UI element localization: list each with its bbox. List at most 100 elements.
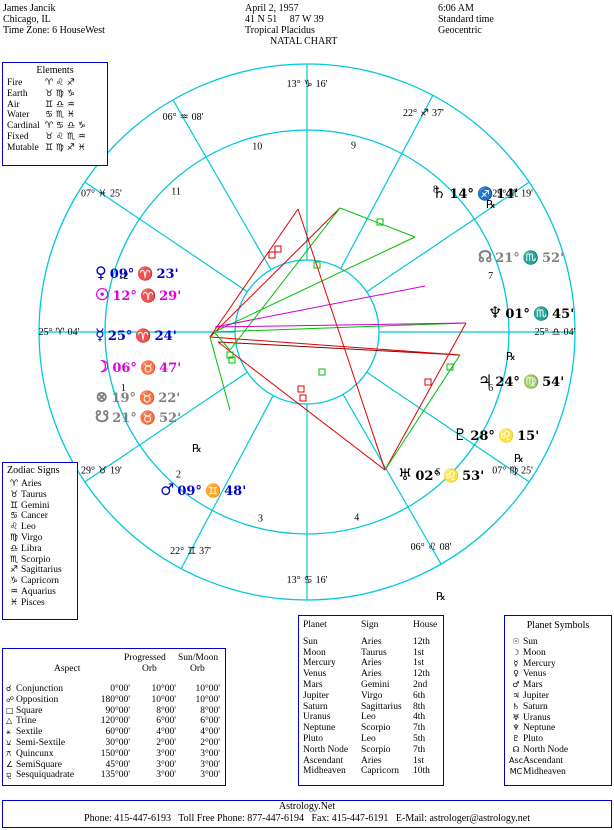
aspect-line bbox=[384, 322, 467, 471]
aspect-angle: 60°00' bbox=[105, 727, 130, 738]
element-label: Mutable bbox=[7, 142, 39, 153]
aspect-line bbox=[213, 331, 231, 351]
zodiac-row: ♌Leo bbox=[7, 522, 73, 533]
cusp-label: 22°♐37' bbox=[403, 108, 444, 119]
time-type: Standard time bbox=[438, 14, 494, 25]
planet-mars-minutes: 48' bbox=[224, 484, 246, 499]
planet-symbol-row: ☉Sun bbox=[509, 637, 607, 648]
elements-legend: Elements Fire♈ ♌ ♐Earth♉ ♍ ♑Air♊ ♎ ♒Wate… bbox=[2, 62, 108, 166]
house-cusp-line bbox=[84, 181, 248, 293]
cusp-minutes: 19' bbox=[110, 466, 122, 477]
planet-house: 10th bbox=[413, 766, 430, 777]
planet-symbol-name: Jupiter bbox=[523, 690, 549, 701]
aspect-marker bbox=[313, 261, 321, 269]
house-number: 2 bbox=[176, 470, 181, 481]
zodiac-legend: Zodiac Signs ♈Aries♉Taurus♊Gemini♋Cancer… bbox=[2, 462, 78, 620]
house-number: 11 bbox=[171, 187, 181, 198]
aspect-table: Progressed Sun/Moon Aspect Orb Orb ☌Conj… bbox=[2, 648, 226, 786]
coordinates: 41 N 51 87 W 39 bbox=[245, 14, 324, 25]
zodiac-sign-icon: ♌ bbox=[9, 522, 19, 533]
cusp-minutes: 16' bbox=[316, 79, 328, 90]
zodiac-sign-name: Cancer bbox=[21, 511, 48, 522]
zodiac-sign-icon: ♎ bbox=[9, 543, 19, 554]
zodiac-sign-name: Gemini bbox=[21, 500, 50, 511]
cusp-minutes: 08' bbox=[192, 112, 204, 123]
planet-uranus-degree: 02° bbox=[415, 469, 440, 484]
cusp-sign-icon: ♓ bbox=[98, 188, 107, 199]
planet-mercury-degree: 25° bbox=[108, 329, 133, 344]
house-number: 5 bbox=[435, 467, 440, 478]
aspect-orb-progressed: 6°00' bbox=[156, 716, 176, 727]
birth-time: 6:06 AM bbox=[438, 3, 474, 14]
cusp-degree: 25° bbox=[39, 327, 53, 338]
planet-name: Venus bbox=[303, 669, 327, 680]
zodiac-row: ♉Taurus bbox=[7, 490, 73, 501]
center-ring bbox=[234, 259, 380, 405]
aspect-angle: 45°00' bbox=[105, 759, 130, 770]
zodiac-sign-name: Libra bbox=[21, 543, 42, 554]
cusp-degree: 13° bbox=[287, 79, 301, 90]
zodiac-sign-icon: ♒ bbox=[9, 586, 19, 597]
aspect-icon: ∠ bbox=[6, 759, 14, 769]
aspect-marker bbox=[268, 251, 276, 259]
zodiac-row: ♐Sagittarius bbox=[7, 565, 73, 576]
aspect-name: Semi-Sextile bbox=[16, 737, 66, 748]
house-number: 12 bbox=[118, 271, 128, 282]
planet-symbol-name: Venus bbox=[523, 669, 547, 680]
aspect-orb-sunmoon: 3°00' bbox=[200, 748, 220, 759]
element-signs: ♉ ♌ ♏ ♒ bbox=[45, 131, 86, 142]
element-label: Earth bbox=[7, 88, 28, 99]
cusp-minutes: 19' bbox=[521, 188, 533, 199]
zodiac-sign-icon: ♑ bbox=[9, 576, 19, 587]
planet-table-header: Planet Sign House bbox=[303, 620, 439, 631]
planet-uranus: ♅02°♌53' bbox=[398, 465, 484, 484]
aspect-line bbox=[214, 285, 426, 328]
zodiac-row: ♑Capricorn bbox=[7, 576, 73, 587]
time-zone: Time Zone: 6 HouseWest bbox=[3, 25, 105, 36]
cusp-label: 13°♑16' bbox=[287, 79, 328, 90]
planet-sun-icon: ☉ bbox=[95, 285, 109, 304]
cusp-label: 25°♎04' bbox=[535, 327, 576, 338]
planet-symbol-name: Mars bbox=[523, 680, 543, 691]
col-planet: Planet bbox=[303, 620, 327, 630]
zodiac-sign-name: Scorpio bbox=[21, 554, 51, 565]
aspect-orb-progressed: 3°00' bbox=[156, 748, 176, 759]
planet-symbol-row: ♃Jupiter bbox=[509, 691, 607, 702]
zodiac-sign-icon: ♉ bbox=[9, 489, 19, 500]
cusp-sign-icon: ♌ bbox=[428, 542, 437, 553]
planet-south-node-degree: 21° bbox=[112, 411, 137, 426]
planet-house: 2nd bbox=[413, 679, 428, 690]
planet-moon-degree: 06° bbox=[112, 361, 137, 376]
col-house: House bbox=[413, 620, 438, 630]
planet-sign: Scorpio bbox=[361, 744, 391, 755]
birth-date: April 2, 1957 bbox=[245, 3, 299, 14]
element-row: Fixed♉ ♌ ♏ ♒ bbox=[7, 132, 103, 143]
aspect-marker bbox=[424, 378, 432, 386]
aspect-orb-sunmoon: 6°00' bbox=[200, 716, 220, 727]
zodiac-sign-icon: ♏ bbox=[9, 554, 19, 565]
planet-moon-sign-icon: ♉ bbox=[140, 360, 156, 376]
aspect-name: Quincunx bbox=[16, 748, 54, 759]
planet-symbol-icon: ☽ bbox=[512, 647, 520, 657]
house-system: Tropical Placidus bbox=[245, 25, 315, 36]
planet-symbols-legend: Planet Symbols ☉Sun☽Moon☿Mercury♀Venus♂M… bbox=[504, 615, 612, 786]
aspect-marker bbox=[446, 363, 454, 371]
retrograde-icon: ℞ bbox=[192, 442, 202, 455]
planet-name: Mercury bbox=[303, 658, 336, 669]
aspect-line bbox=[229, 207, 341, 351]
planet-venus-sign-icon: ♈ bbox=[137, 266, 153, 282]
person-name: James Jancik bbox=[3, 3, 56, 14]
aspect-orb-progressed: 4°00' bbox=[156, 727, 176, 738]
element-row: Water♋ ♏ ♓ bbox=[7, 110, 103, 121]
centric: Geocentric bbox=[438, 25, 482, 36]
zodiac-row: ♒Aquarius bbox=[7, 587, 73, 598]
planet-name: Pluto bbox=[303, 733, 324, 744]
planet-symbol-name: Mercury bbox=[523, 658, 556, 669]
element-signs: ♊ ♍ ♐ ♓ bbox=[45, 142, 86, 153]
planet-mars-degree: 09° bbox=[177, 484, 202, 499]
cusp-degree: 22° bbox=[170, 546, 184, 557]
